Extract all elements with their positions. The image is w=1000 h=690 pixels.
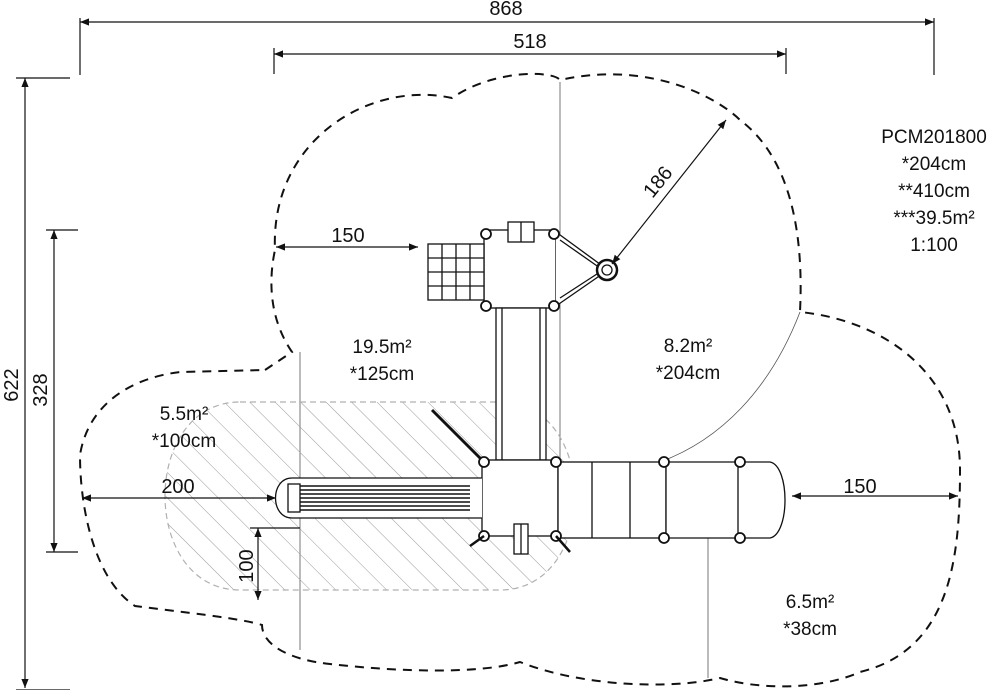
playground-structure xyxy=(274,221,786,555)
right-clearance-label: 150 xyxy=(843,476,876,498)
zone-1-area: 19.5m² xyxy=(352,337,411,358)
free-fall-height: *204cm xyxy=(902,154,966,175)
bottom-offset-label: 100 xyxy=(236,549,258,582)
zone-divider-arc xyxy=(659,311,801,463)
zone-4-area: 6.5m² xyxy=(786,592,835,613)
scale: 1:100 xyxy=(910,235,958,256)
total-height: **410cm xyxy=(898,181,970,202)
dimension-lines xyxy=(16,18,958,690)
safety-zone-boundary xyxy=(78,73,962,688)
safety-area: ***39.5m² xyxy=(893,208,974,229)
inner-width-label: 518 xyxy=(513,31,546,53)
model-code: PCM201800 xyxy=(881,127,987,148)
slide-exit-label: 200 xyxy=(161,476,194,498)
radius-label: 186 xyxy=(639,162,677,202)
zone-4-height: *38cm xyxy=(783,619,837,640)
inner-depth-label: 328 xyxy=(30,373,52,406)
left-clearance-label: 150 xyxy=(331,225,364,247)
zone-2-area: 8.2m² xyxy=(664,336,713,357)
zone-3-area: 5.5m² xyxy=(160,404,209,425)
zone-3-height: *100cm xyxy=(152,431,216,452)
zone-2-height: *204cm xyxy=(656,363,720,384)
overall-width-label: 868 xyxy=(489,0,522,20)
zone-1-height: *125cm xyxy=(350,364,414,385)
overall-depth-label: 622 xyxy=(1,368,23,401)
